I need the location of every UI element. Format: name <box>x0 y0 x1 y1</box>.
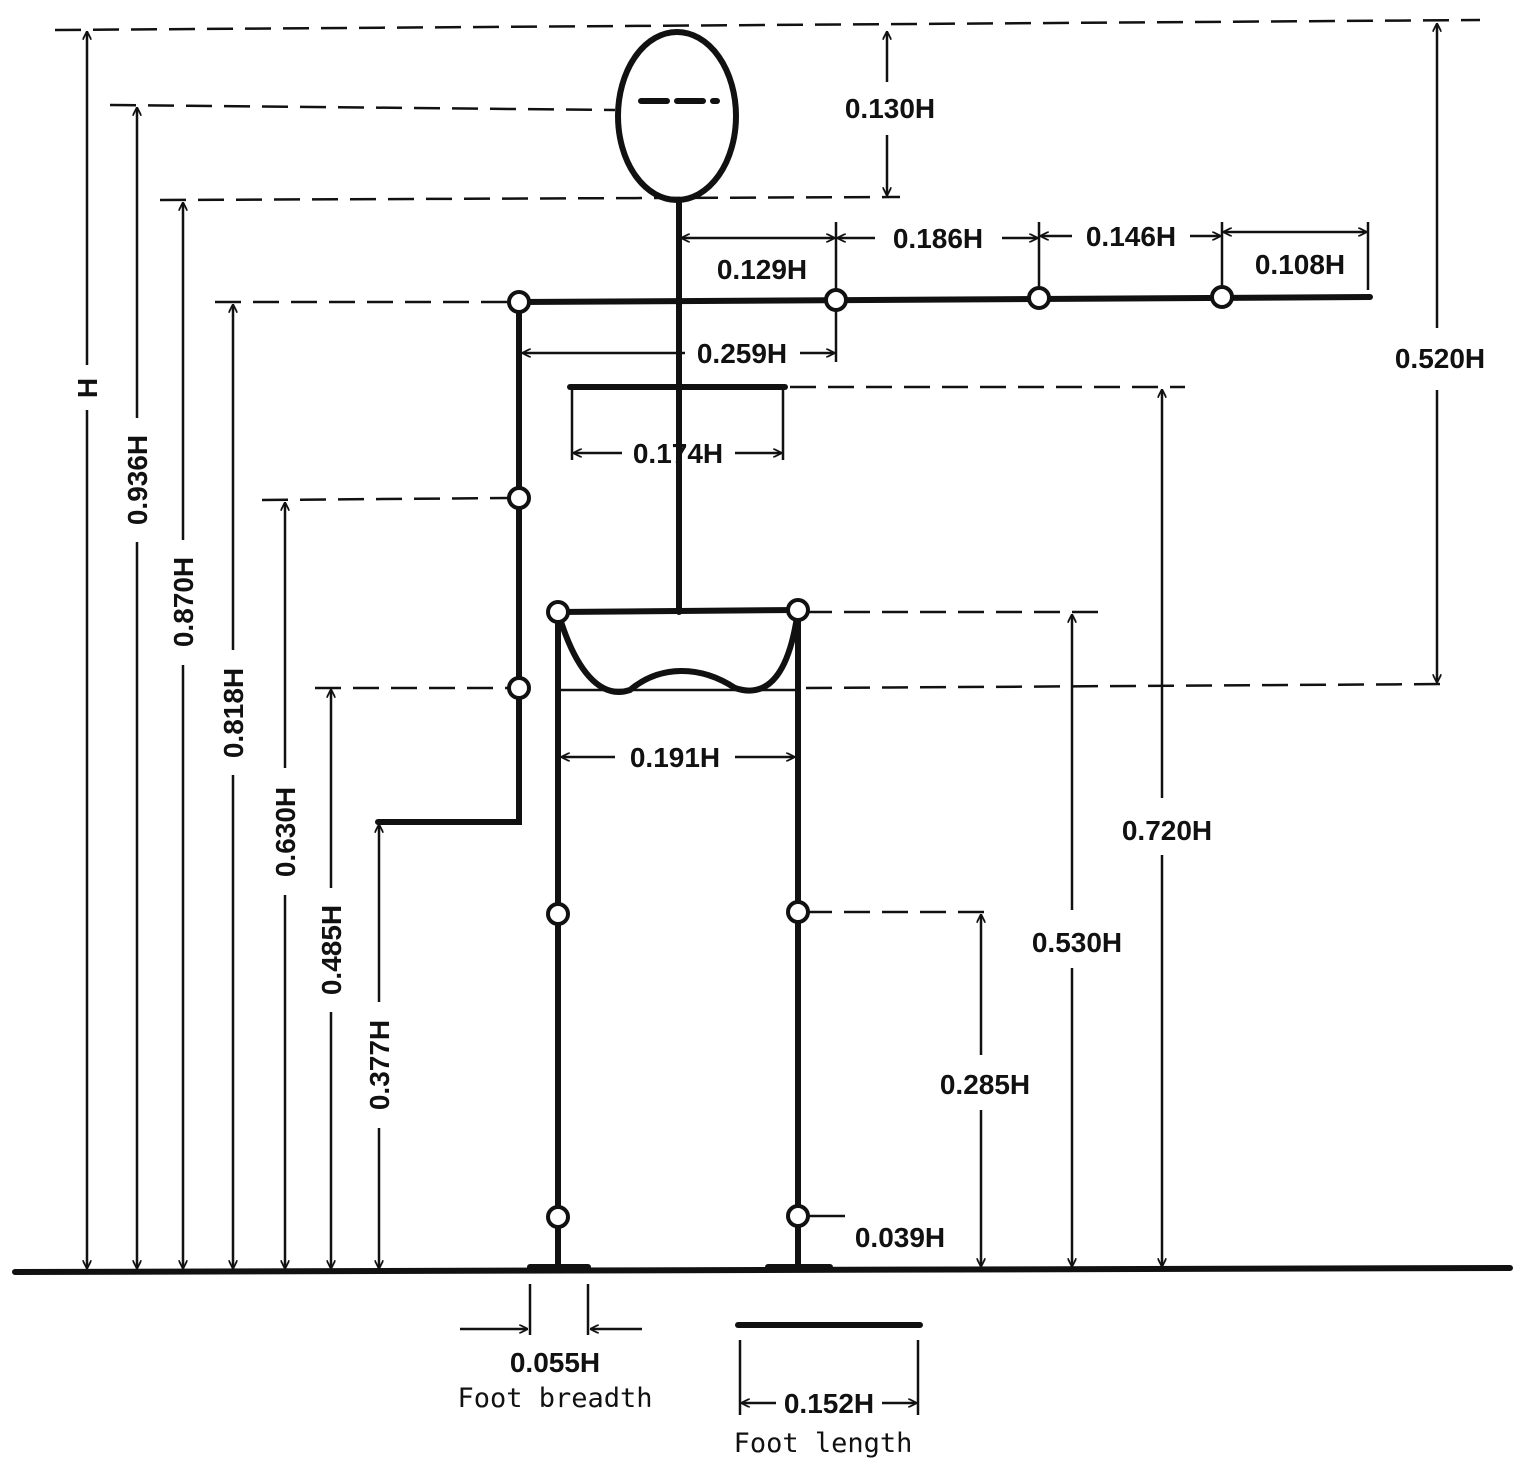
dim-0630-label: 0.630H <box>270 787 301 877</box>
ref-line-eye <box>109 103 616 112</box>
dim-0129-label: 0.129H <box>717 254 807 285</box>
dim-0146-label: 0.146H <box>1086 221 1176 252</box>
joint-wrist-right <box>1210 285 1234 309</box>
joint-knee-left <box>546 902 570 926</box>
foot-breadth-value: 0.055H <box>510 1347 600 1378</box>
joint-knee-right <box>786 900 810 924</box>
ref-line-top <box>54 18 1481 32</box>
foot-length-value: 0.152H <box>784 1388 874 1419</box>
dim-0108-label: 0.108H <box>1255 249 1345 280</box>
dim-0818-label: 0.818H <box>218 668 249 758</box>
joint-hip-left <box>546 600 570 624</box>
dim-0936-label: 0.936H <box>122 435 153 525</box>
joint-elbow-right <box>1027 286 1051 310</box>
ref-line-chin <box>159 195 901 202</box>
joint-elbow-left <box>507 486 531 510</box>
joint-hip-right <box>786 598 810 622</box>
ref-line-crotch <box>805 682 1451 690</box>
dim-0520-label: 0.520H <box>1395 343 1485 374</box>
hanging-arm <box>375 299 522 825</box>
joint-wrist-left <box>507 676 531 700</box>
joint-ankle-left <box>546 1205 570 1229</box>
dim-0285-label: 0.285H <box>940 1069 1030 1100</box>
pelvis-bar <box>555 607 801 615</box>
ground-line <box>12 1265 1513 1275</box>
dim-0720-label: 0.720H <box>1122 815 1212 846</box>
head-outline <box>615 29 739 203</box>
dim-0259-label: 0.259H <box>697 338 787 369</box>
joint-shoulder-right <box>824 288 848 312</box>
joint-ankle-right <box>786 1204 810 1228</box>
pelvis-curve <box>555 607 801 695</box>
dim-0870-label: 0.870H <box>168 557 199 647</box>
foot-breadth-caption: Foot breadth <box>457 1383 652 1414</box>
ref-line-elbow <box>261 496 511 502</box>
foot-length-caption: Foot length <box>734 1428 913 1459</box>
dim-0530-label: 0.530H <box>1032 927 1122 958</box>
dim-H-label: H <box>72 378 103 398</box>
dim-0191-label: 0.191H <box>630 742 720 773</box>
dim-0186-label: 0.186H <box>893 223 983 254</box>
shoulder-arm-line <box>516 294 1373 305</box>
dim-0130-label: 0.130H <box>845 93 935 124</box>
dim-0174-label: 0.174H <box>633 438 723 469</box>
joint-shoulder-left <box>507 290 531 314</box>
dim-0039-label: 0.039H <box>855 1222 945 1253</box>
dim-0485-label: 0.485H <box>316 905 347 995</box>
dim-0377-label: 0.377H <box>364 1020 395 1110</box>
